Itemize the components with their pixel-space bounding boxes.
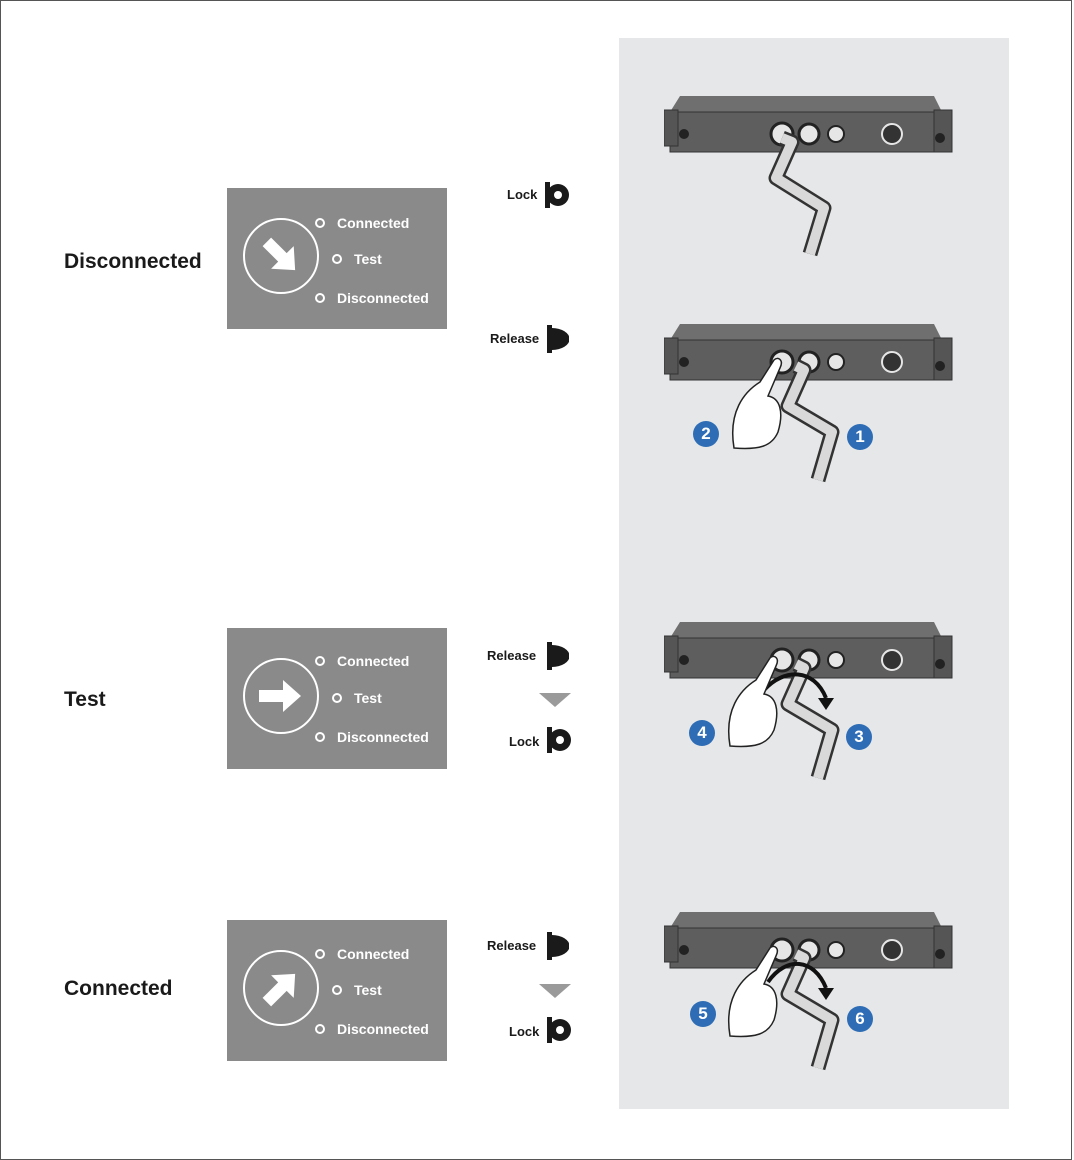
device-illustration-4 bbox=[664, 912, 953, 1071]
down-arrow-icon bbox=[539, 984, 571, 998]
device-illustration-3 bbox=[664, 622, 953, 781]
option-dot bbox=[315, 218, 325, 228]
option-disconnected: Disconnected bbox=[315, 729, 429, 745]
option-test: Test bbox=[332, 982, 382, 998]
release-icon bbox=[547, 325, 569, 353]
dial bbox=[243, 218, 319, 294]
option-connected: Connected bbox=[315, 215, 409, 231]
action-label-lock: Lock bbox=[507, 187, 538, 202]
step-badge-4: 4 bbox=[689, 720, 715, 746]
option-connected: Connected bbox=[315, 653, 409, 669]
step-badge-5: 5 bbox=[690, 1001, 716, 1027]
action-label-lock: Lock bbox=[509, 734, 540, 749]
dial bbox=[243, 658, 319, 734]
option-test: Test bbox=[332, 251, 382, 267]
step-badge-3: 3 bbox=[846, 724, 872, 750]
action-label-release: Release bbox=[487, 938, 537, 953]
option-dot bbox=[332, 985, 342, 995]
option-connected: Connected bbox=[315, 946, 409, 962]
option-disconnected: Disconnected bbox=[315, 290, 429, 306]
action-label-lock: Lock bbox=[509, 1024, 540, 1039]
down-arrow-icon bbox=[539, 693, 571, 707]
option-disconnected: Disconnected bbox=[315, 1021, 429, 1037]
option-dot bbox=[315, 1024, 325, 1034]
dial bbox=[243, 950, 319, 1026]
option-dot bbox=[315, 732, 325, 742]
option-dot bbox=[332, 254, 342, 264]
step-badge-6: 6 bbox=[847, 1006, 873, 1032]
lock-icon bbox=[547, 1017, 571, 1043]
device-illustration-2 bbox=[664, 324, 953, 483]
option-dot bbox=[315, 293, 325, 303]
step-badge-2: 2 bbox=[693, 421, 719, 447]
action-label-release: Release bbox=[487, 648, 537, 663]
lock-icon bbox=[545, 182, 569, 208]
release-icon bbox=[547, 932, 569, 960]
lock-icon bbox=[547, 727, 571, 753]
arrow-down-right-icon bbox=[262, 237, 296, 271]
state-label-connected: Connected bbox=[64, 977, 173, 1000]
action-label-release: Release bbox=[490, 331, 540, 346]
position-indicator-disconnected: Connected Test Disconnected bbox=[227, 188, 447, 329]
state-label-test: Test bbox=[64, 688, 106, 711]
position-indicator-connected: Connected Test Disconnected bbox=[227, 920, 447, 1061]
option-dot bbox=[315, 949, 325, 959]
step-badge-1: 1 bbox=[847, 424, 873, 450]
device-illustration-1 bbox=[664, 96, 953, 257]
arrow-up-right-icon bbox=[262, 973, 296, 1007]
option-dot bbox=[332, 693, 342, 703]
option-test: Test bbox=[332, 690, 382, 706]
position-indicator-test: Connected Test Disconnected bbox=[227, 628, 447, 769]
state-label-disconnected: Disconnected bbox=[64, 250, 202, 273]
option-dot bbox=[315, 656, 325, 666]
arrow-right-icon bbox=[259, 680, 301, 712]
release-icon bbox=[547, 642, 569, 670]
